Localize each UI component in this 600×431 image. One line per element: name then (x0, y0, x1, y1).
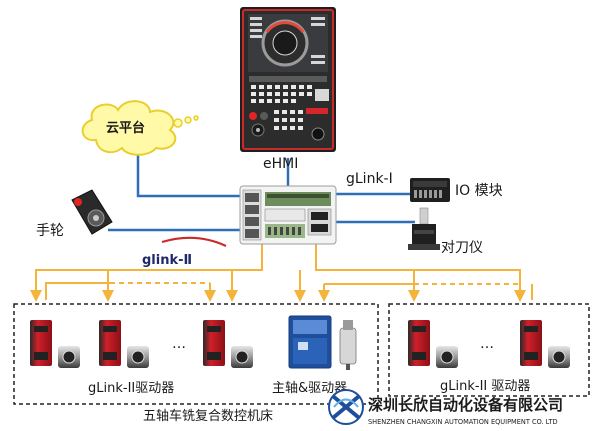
motor-4 (436, 346, 458, 368)
tool-setter-icon (408, 207, 440, 250)
glink2-swoosh (161, 236, 227, 247)
ehmi-panel (240, 7, 336, 152)
drive-unit-4 (408, 320, 430, 366)
cloud-label: 云平台 (106, 120, 145, 136)
motor-1 (58, 346, 80, 368)
brand-logo (328, 389, 364, 425)
machine-label: 五轴车铣复合数控机床 (143, 408, 273, 424)
right-drive-group-box (388, 303, 590, 397)
ehmi-label: eHMI (263, 156, 298, 172)
brand-name-cn: 深圳长欣自动化设备有限公司 (368, 396, 563, 414)
right-ellipsis: … (480, 336, 494, 352)
drive-unit-5 (520, 320, 542, 366)
drive-unit-3 (203, 320, 225, 366)
handwheel-icon (71, 189, 113, 235)
motor-5 (548, 346, 570, 368)
glink1-label: gLink-I (346, 171, 393, 187)
io-label: IO 模块 (455, 183, 503, 199)
right-drive-label: gLink-II 驱动器 (440, 379, 530, 394)
io-module (410, 178, 450, 202)
orange-bus (30, 244, 533, 302)
left-bus-main (30, 244, 263, 302)
spindle-drive-label: 主轴&驱动器 (272, 381, 347, 396)
motor-3 (231, 346, 253, 368)
tool-setter-label: 对刀仪 (441, 240, 483, 256)
spindle-motor (339, 320, 357, 370)
handwheel-label: 手轮 (36, 223, 64, 239)
cloud-icon (81, 100, 199, 156)
motor-2 (127, 346, 149, 368)
cloud-controller-link (136, 148, 240, 198)
drive-unit-2 (99, 320, 121, 366)
machine-group-box (13, 303, 379, 405)
brand-name-en: SHENZHEN CHANGXIN AUTOMATION EQUIPMENT C… (368, 418, 558, 426)
glink2-label: glink-Ⅱ (142, 253, 192, 268)
right-bus-main (315, 244, 526, 302)
left-ellipsis: … (172, 336, 186, 352)
left-return-solid (45, 282, 110, 300)
main-controller (239, 185, 337, 245)
left-drive-label: gLink-II驱动器 (88, 381, 174, 396)
spindle-drive-unit (288, 315, 332, 369)
blue-links (108, 148, 415, 232)
drive-unit-1 (30, 320, 52, 366)
